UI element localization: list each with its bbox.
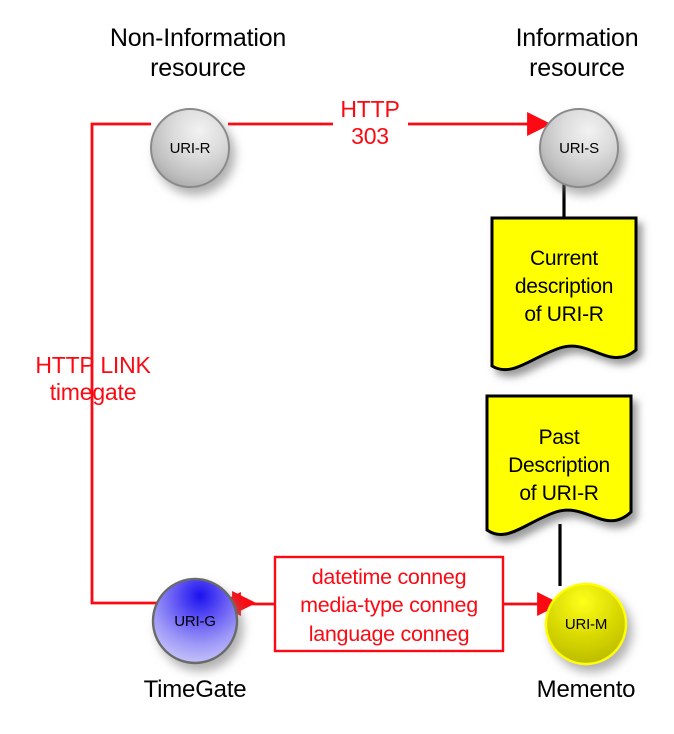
node-uri-r-shape (150, 108, 230, 188)
note-past-description (485, 394, 633, 536)
note-current-description (490, 216, 638, 372)
node-uri-s-shape (539, 108, 619, 188)
node-uri-m-shape (544, 582, 628, 666)
node-uri-g-shape (151, 577, 239, 665)
edge-http-link-timegate (90, 122, 257, 616)
conneg-box (273, 555, 505, 653)
